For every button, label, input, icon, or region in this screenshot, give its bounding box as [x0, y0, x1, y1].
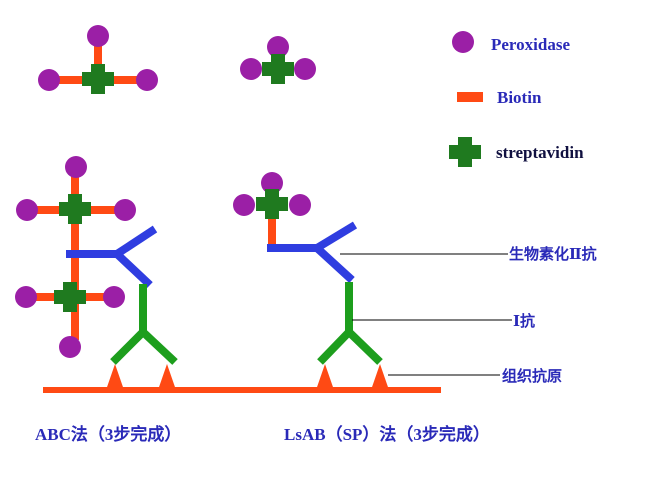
legend-biotin-label: Biotin	[497, 88, 542, 107]
biotin-arm	[94, 40, 102, 80]
lsab-free-complex	[240, 36, 316, 84]
peroxidase-circle	[233, 194, 255, 216]
secondary-antibody-arm	[114, 225, 158, 258]
tissue-baseline	[43, 387, 441, 393]
streptavidin-cross	[262, 54, 294, 84]
callout-primary-label: Ⅰ抗	[513, 312, 535, 330]
secondary-antibody-arm	[314, 245, 355, 283]
primary-antibody-arm	[317, 329, 352, 365]
legend-streptavidin-label: streptavidin	[496, 143, 584, 162]
callout-leaders	[340, 253, 512, 376]
antigen-triangle	[106, 364, 124, 390]
abc-primary-antibody	[110, 284, 178, 365]
peroxidase-circle	[240, 58, 262, 80]
method-abc-caption: ABC法（3步完成）	[35, 424, 181, 444]
lsab-primary-antibody	[317, 282, 383, 365]
legend-peroxidase-icon	[452, 31, 474, 53]
peroxidase-circle	[38, 69, 60, 91]
lsab-bound-complex	[233, 172, 311, 252]
primary-antibody-arm	[140, 329, 178, 365]
peroxidase-circle	[16, 199, 38, 221]
legend-streptavidin-icon	[449, 137, 481, 167]
biotin-arm	[98, 76, 146, 84]
lsab-secondary-antibody	[267, 221, 358, 283]
streptavidin-cross	[54, 282, 86, 312]
peroxidase-circle	[294, 58, 316, 80]
method-lsab-caption: LsAB（SP）法（3步完成）	[284, 424, 490, 444]
antigen-triangle	[158, 364, 176, 390]
legend-biotin-icon	[457, 92, 483, 102]
callout-secondary-label: 生物素化Ⅱ抗	[509, 245, 597, 263]
peroxidase-circle	[267, 36, 289, 58]
antigen-triangle	[316, 364, 334, 390]
antigen-triangle	[371, 364, 389, 390]
peroxidase-circle	[87, 25, 109, 47]
legend-peroxidase-label: Peroxidase	[491, 35, 570, 54]
streptavidin-cross	[59, 194, 91, 224]
peroxidase-circle	[103, 286, 125, 308]
secondary-antibody-arm	[114, 251, 153, 288]
primary-antibody-arm	[110, 329, 146, 365]
peroxidase-circle	[15, 286, 37, 308]
primary-antibody-arm	[346, 329, 383, 365]
streptavidin-cross	[82, 64, 114, 94]
biotin-arm	[56, 76, 96, 84]
peroxidase-circle	[261, 172, 283, 194]
legend: Peroxidase Biotin streptavidin	[449, 31, 584, 167]
peroxidase-circle	[289, 194, 311, 216]
peroxidase-circle	[65, 156, 87, 178]
abc-free-complex	[38, 25, 158, 94]
abc-bound-complex	[15, 156, 136, 358]
peroxidase-circle	[59, 336, 81, 358]
callout-antigen-label: 组织抗原	[502, 367, 562, 385]
biotin-arm	[268, 212, 276, 252]
peroxidase-circle	[136, 69, 158, 91]
abc-secondary-antibody	[66, 225, 158, 288]
streptavidin-cross	[256, 189, 288, 219]
tissue-antigens	[106, 364, 389, 390]
peroxidase-circle	[114, 199, 136, 221]
secondary-antibody-arm	[314, 221, 358, 252]
